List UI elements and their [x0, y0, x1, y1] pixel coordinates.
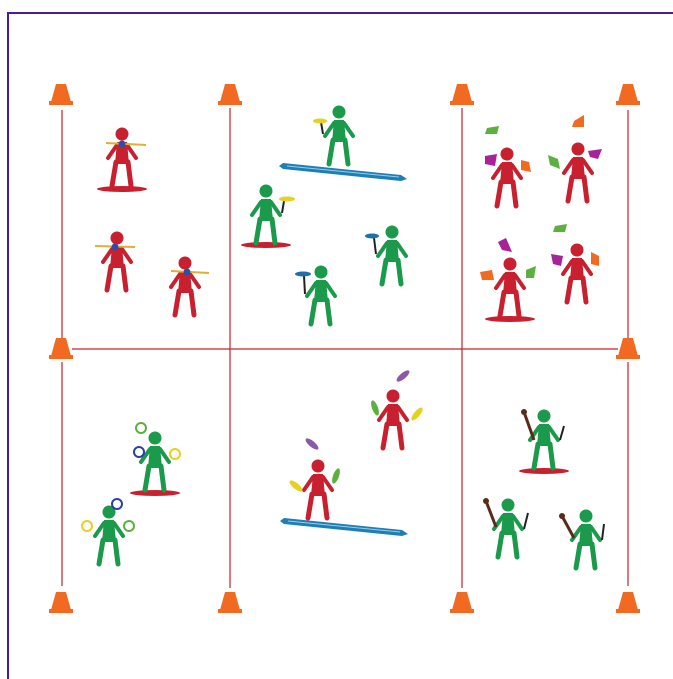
balance-beam-icon [280, 518, 408, 536]
green-figure-icon [521, 409, 564, 468]
cone-icon [616, 592, 640, 613]
red-figure-icon [548, 115, 602, 201]
cone-icon [616, 338, 640, 359]
green-figure-icon [313, 106, 353, 165]
red-figure-icon [480, 238, 536, 316]
floor-shadow [241, 242, 291, 248]
green-figure-icon [252, 185, 295, 244]
cone-icon [450, 592, 474, 613]
cone-icon [218, 84, 242, 105]
zone-top-middle-group [241, 106, 406, 325]
floor-shadow [130, 490, 180, 496]
green-figure-icon [365, 226, 406, 285]
zone-bottom-middle-group [288, 369, 424, 518]
zone-top-left-group [95, 128, 209, 316]
red-figure-icon [551, 224, 599, 302]
green-figure-icon [134, 423, 180, 490]
green-figure-icon [483, 498, 528, 557]
floor-shadow [519, 468, 569, 474]
cone-icon [49, 592, 73, 613]
floor-shadow [97, 186, 147, 192]
zone-bottom-left-group [82, 423, 180, 564]
cone-icon [218, 592, 242, 613]
cone-icon [49, 84, 73, 105]
red-figure-icon [171, 257, 209, 316]
green-figure-icon [559, 510, 604, 569]
zone-bottom-right-group [483, 409, 604, 568]
cone-icon [450, 84, 474, 105]
red-figure-icon [485, 126, 531, 206]
green-figure-icon [295, 266, 335, 325]
red-figure-icon [369, 369, 424, 448]
zone-top-right-group [480, 115, 602, 322]
red-figure-icon [106, 128, 146, 187]
field-lines [62, 108, 628, 588]
red-figure-icon [288, 437, 342, 518]
cone-icon [49, 338, 73, 359]
cone-icon [616, 84, 640, 105]
red-figure-icon [95, 232, 135, 291]
balance-beam-icon [279, 163, 407, 181]
green-figure-icon [82, 499, 134, 564]
floor-shadow [485, 316, 535, 322]
